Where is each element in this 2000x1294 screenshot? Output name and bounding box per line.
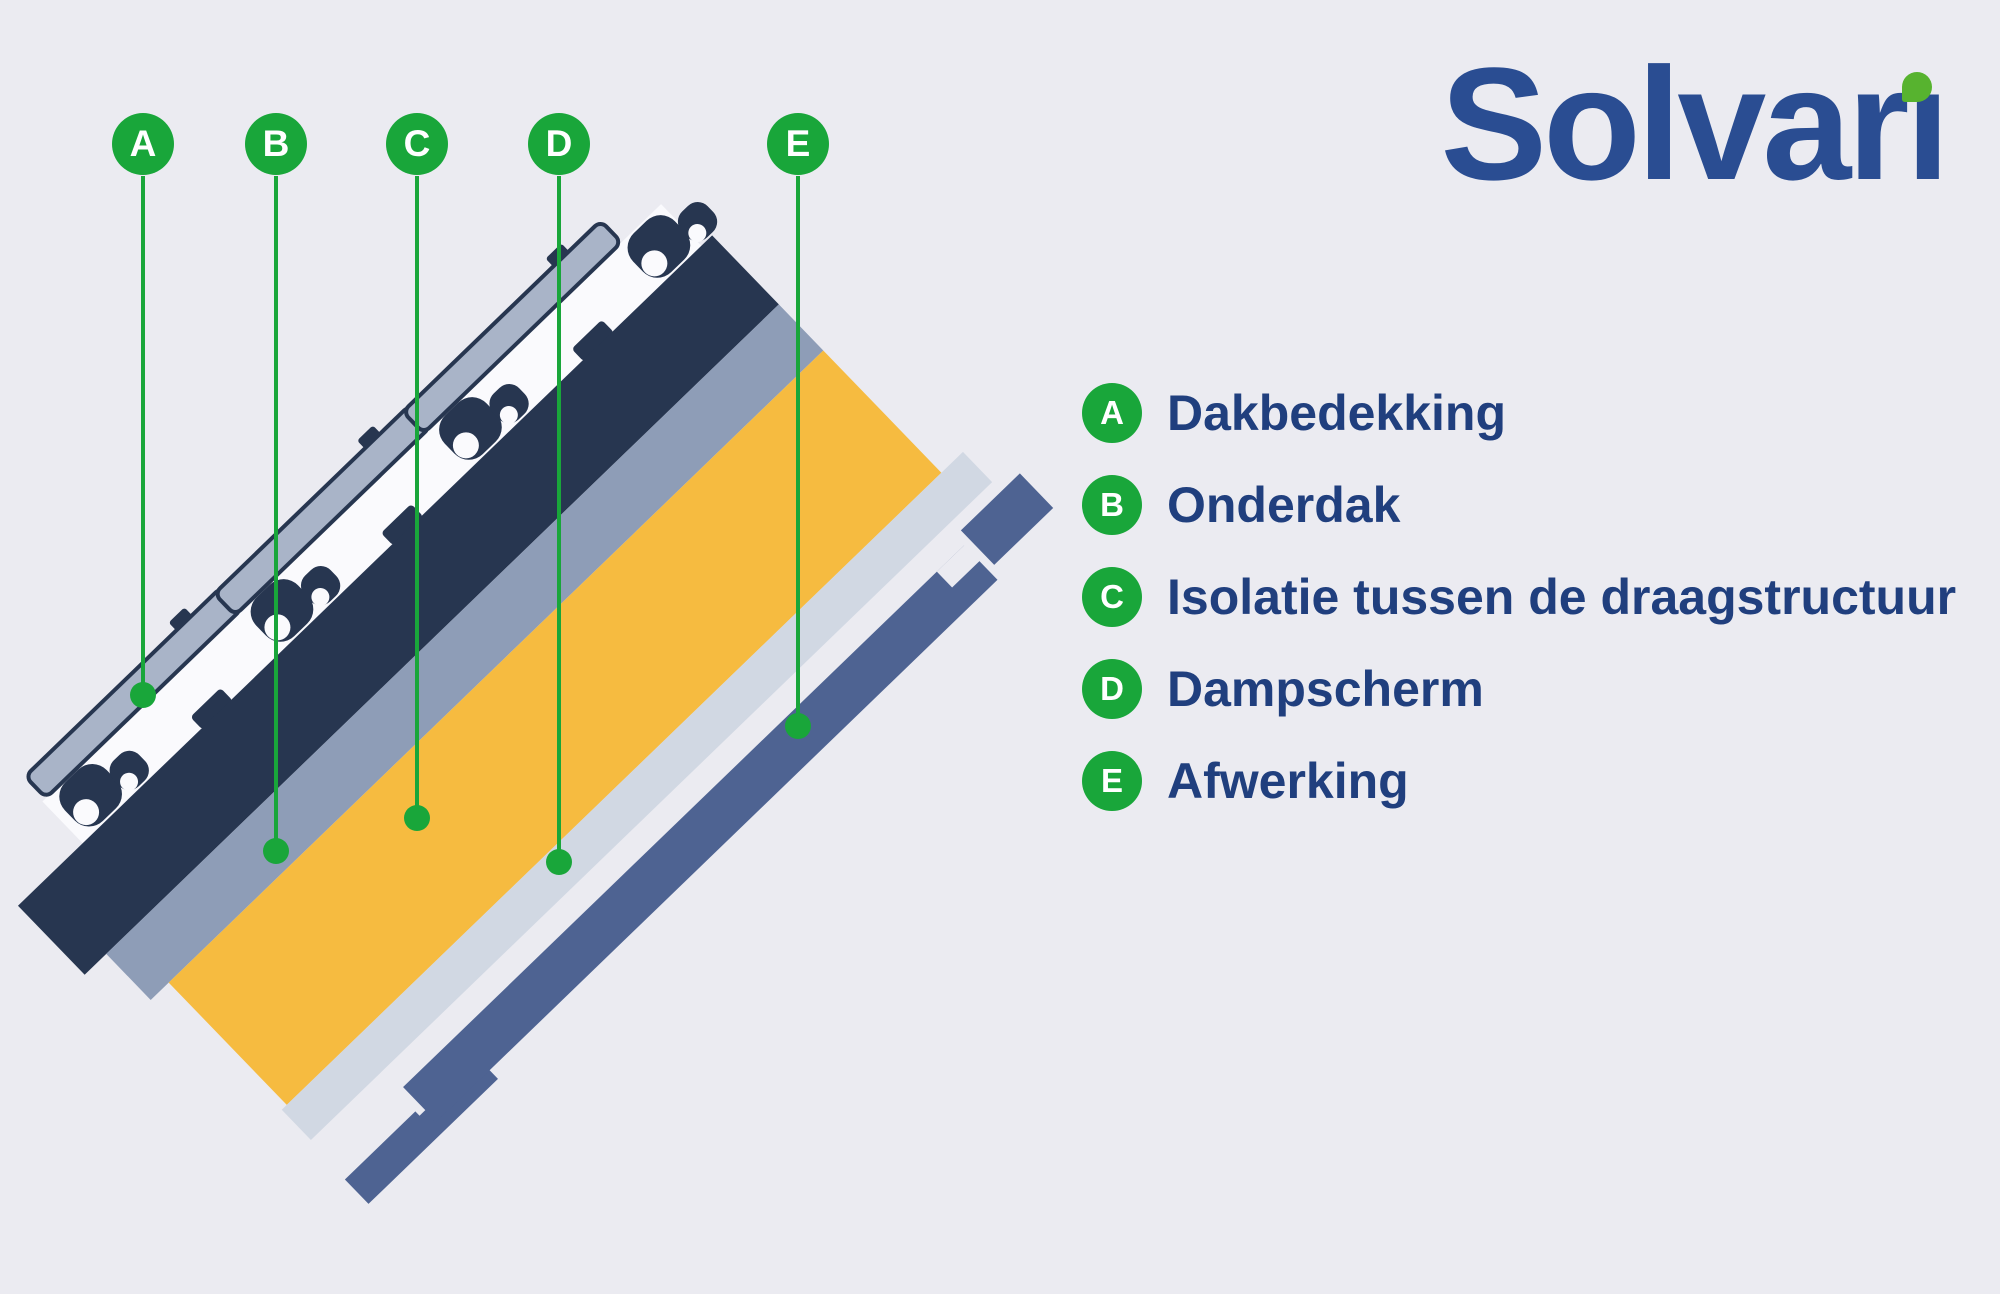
roof-stack <box>17 183 1054 1204</box>
legend-label: Isolatie tussen de draagstructuur <box>1167 569 1957 625</box>
solvari-logo: Solvarı <box>1440 34 1950 213</box>
marker-letter: C <box>403 123 431 164</box>
marker-badge-b: B <box>245 113 307 175</box>
layer-tile-underside <box>42 204 702 844</box>
batten <box>382 505 422 545</box>
legend-bullet-c: C <box>1082 567 1142 627</box>
plank-notch <box>936 542 983 588</box>
legend-letter: E <box>1100 762 1123 799</box>
marker-dot-b <box>263 838 289 864</box>
legend-item-isolatie: C Isolatie tussen de draagstructuur <box>1082 567 1956 627</box>
marker-badge-c: C <box>386 113 448 175</box>
marker-letter: D <box>545 123 573 164</box>
plank-slit <box>951 526 1008 585</box>
tile-tab <box>169 608 192 631</box>
legend-bullet-a: A <box>1082 383 1142 443</box>
marker-badge-a: A <box>112 113 174 175</box>
legend-item-dampscherm: D Dampscherm <box>1082 659 1484 719</box>
batten <box>573 321 613 361</box>
batten <box>191 689 232 729</box>
marker-dots <box>130 682 811 875</box>
legend-label: Dampscherm <box>1167 661 1484 717</box>
marker-dot-a <box>130 682 156 708</box>
tile-tab <box>358 426 380 449</box>
marker-dot-c <box>404 805 430 831</box>
marker-letter: B <box>262 123 290 164</box>
roof-tile <box>404 222 621 432</box>
layer-afwerking-plank <box>402 542 1001 1123</box>
logo-leaf-icon <box>1902 72 1932 102</box>
legend-label: Afwerking <box>1167 753 1409 809</box>
legend-item-afwerking: E Afwerking <box>1082 751 1409 811</box>
marker-pointers <box>141 176 800 862</box>
marker-dot-d <box>546 849 572 875</box>
legend-label: Dakbedekking <box>1167 385 1507 441</box>
marker-dot-e <box>785 713 811 739</box>
legend-label: Onderdak <box>1167 477 1401 533</box>
layer-afwerking-plank-end <box>960 473 1054 565</box>
legend-item-onderdak: B Onderdak <box>1082 475 1400 535</box>
marker-letter: A <box>129 123 157 164</box>
legend-letter: D <box>1100 670 1124 707</box>
legend-letter: B <box>1100 486 1124 523</box>
legend-bullet-e: E <box>1082 751 1142 811</box>
legend-letter: A <box>1100 394 1124 431</box>
layer-onderdak <box>106 304 824 1000</box>
layer-dampscherm <box>281 451 993 1140</box>
legend-letter: C <box>1100 578 1124 615</box>
legend-bullet-d: D <box>1082 659 1142 719</box>
legend-item-dakbedekking: A Dakbedekking <box>1082 383 1506 443</box>
plank-slit <box>395 1085 426 1116</box>
marker-badge-d: D <box>528 113 590 175</box>
marker-badge-e: E <box>767 113 829 175</box>
layer-isolatie <box>168 350 942 1105</box>
marker-letter: E <box>785 123 811 164</box>
layer-roof-deck <box>17 235 779 975</box>
legend-bullet-b: B <box>1082 475 1142 535</box>
